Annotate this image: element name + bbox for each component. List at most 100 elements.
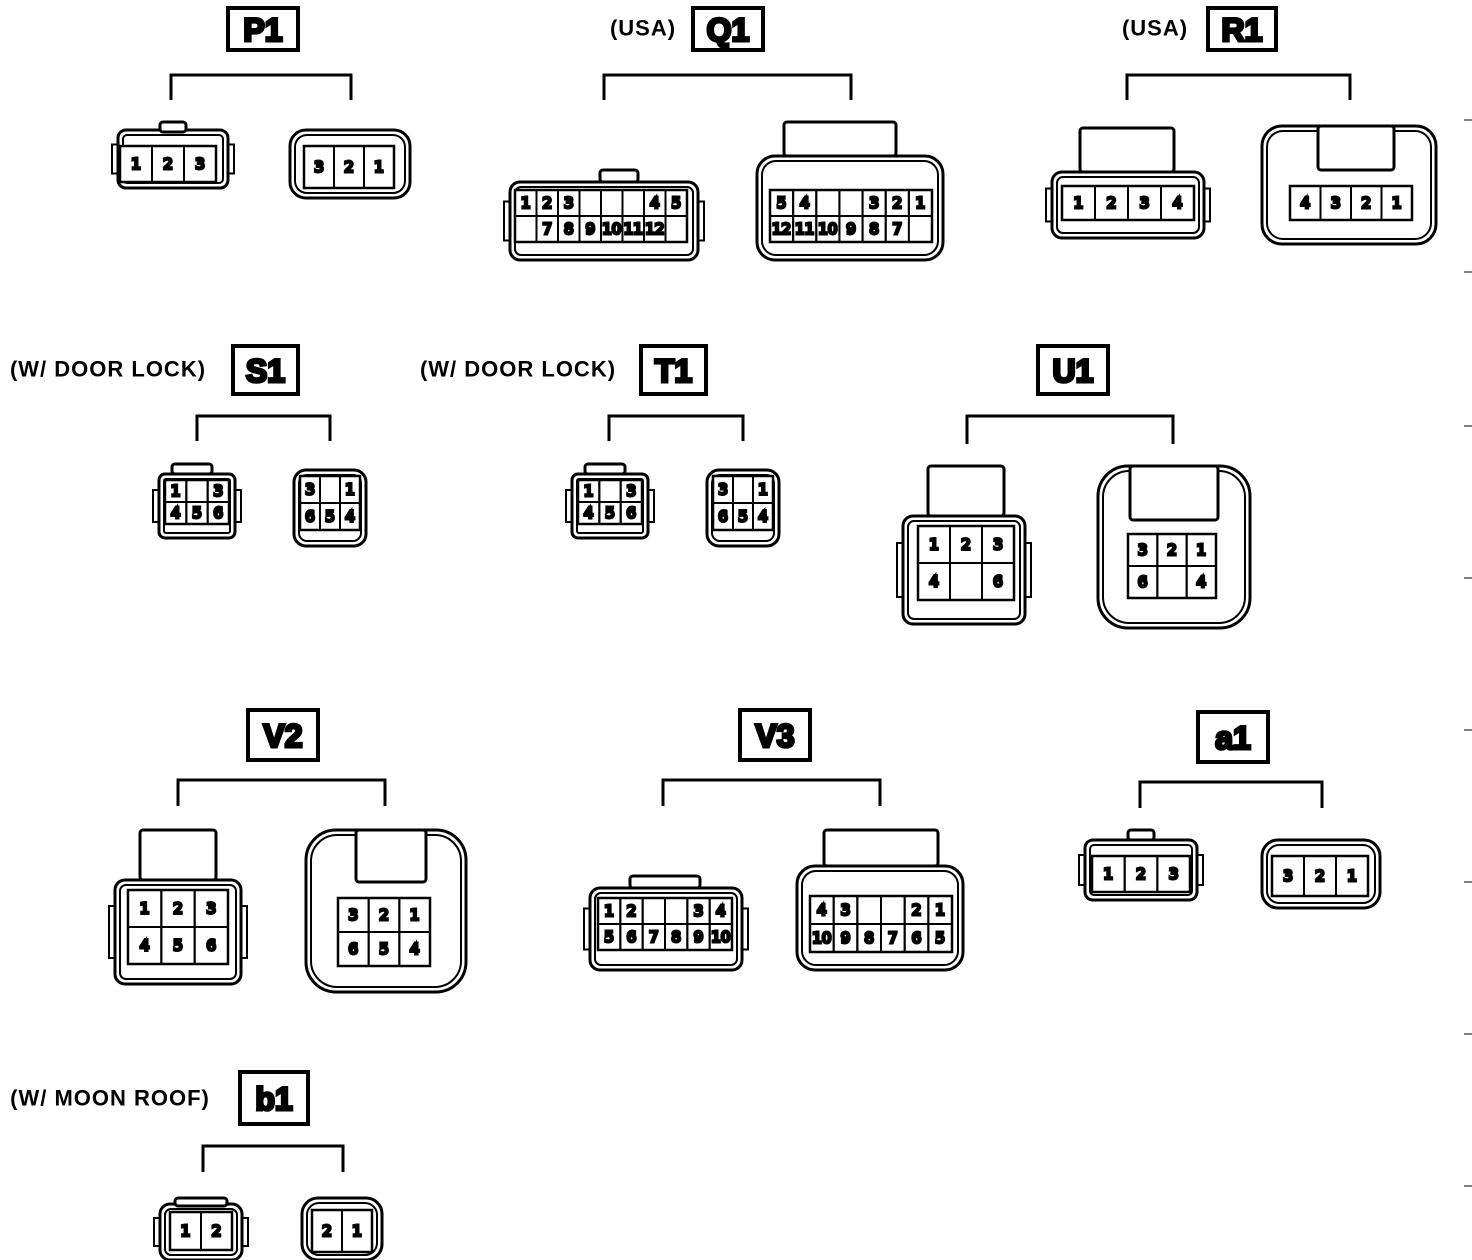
pair-bracket <box>195 414 332 441</box>
pin-cell <box>339 502 361 531</box>
pin-number: 2 <box>627 902 637 920</box>
pin-number: 4 <box>929 573 939 591</box>
connector-tag-box <box>1036 344 1110 396</box>
connector-tag-s1: S1 <box>231 344 300 396</box>
pin-number: 1 <box>916 194 926 212</box>
connector-latch <box>926 464 1006 518</box>
connector-housing-inner <box>294 134 406 194</box>
connector-latch <box>628 874 702 890</box>
connector-tag-v2: V2 <box>246 708 320 762</box>
pin-number: 4 <box>716 902 726 920</box>
connector-latch <box>173 1196 229 1208</box>
pin-number: 8 <box>564 220 574 238</box>
connector-tag-box <box>1206 6 1278 52</box>
pin-number: 3 <box>207 900 217 918</box>
pin-number: 2 <box>322 1222 332 1240</box>
connector-side-rib <box>583 907 591 951</box>
pair-bracket <box>661 778 882 806</box>
pin-number: 1 <box>929 536 939 554</box>
connector-side-rib <box>1078 854 1086 886</box>
pin-number: 3 <box>564 194 574 212</box>
connector-tag-label: P1 <box>243 12 282 48</box>
pin-number: 6 <box>718 508 728 526</box>
pin-cell <box>619 501 644 525</box>
connector-side-rib <box>503 200 511 242</box>
pin-number: 3 <box>627 482 637 500</box>
pin-number: 9 <box>585 220 595 238</box>
connector-side-rib <box>1196 854 1204 886</box>
pin-number: 3 <box>869 194 879 212</box>
pin-number: 6 <box>1138 573 1148 591</box>
pin-number: 3 <box>1331 194 1341 212</box>
connector-side-rib <box>234 489 242 523</box>
connector-side-rib <box>240 905 248 959</box>
pin-number: 3 <box>1283 867 1293 885</box>
pin-number: 8 <box>864 929 874 947</box>
pin-number: 4 <box>817 901 827 919</box>
connector-housing-inner <box>306 1202 378 1256</box>
pin-number: 9 <box>694 928 704 946</box>
pin-number: 7 <box>888 929 898 947</box>
pin-number: 1 <box>1074 194 1084 212</box>
connector-side-rib <box>152 489 160 523</box>
pin-number: 9 <box>846 220 856 238</box>
pin-number: 5 <box>671 194 681 212</box>
connector-tag-label: S1 <box>246 353 285 389</box>
pin-number: 4 <box>410 940 420 958</box>
pin-number: 5 <box>379 940 389 958</box>
connector-latch <box>598 168 640 184</box>
pin-number: 3 <box>314 158 324 176</box>
pin-cell <box>708 923 734 951</box>
pin-number: 6 <box>993 573 1003 591</box>
pin-cell <box>363 145 395 189</box>
pin-cell <box>1380 185 1413 221</box>
connector-latch <box>158 120 188 134</box>
pin-cell <box>907 189 933 217</box>
pin-cell <box>183 145 217 183</box>
pin-number: 6 <box>349 940 359 958</box>
connector-side-rib <box>741 907 749 951</box>
connector-tag-box <box>691 6 765 52</box>
pin-number: 4 <box>758 508 768 526</box>
pin-number: 2 <box>912 901 922 919</box>
pin-number: 5 <box>935 929 945 947</box>
connector-housing <box>1260 838 1382 910</box>
pin-number: 7 <box>542 220 552 238</box>
pin-number: 2 <box>542 194 552 212</box>
pair-bracket <box>602 73 853 100</box>
connector-tag-label: Q1 <box>707 12 750 48</box>
pin-number: 8 <box>869 220 879 238</box>
pin-number: 4 <box>584 504 594 522</box>
pin-number: 6 <box>214 504 224 522</box>
pair-bracket <box>169 73 353 100</box>
connector-side-rib <box>1203 187 1211 223</box>
connector-tag-a1: a1 <box>1196 710 1270 764</box>
connector-latch <box>782 120 898 158</box>
connector-a1-female: 3 2 1 <box>1260 838 1382 910</box>
pin-cell <box>927 923 953 953</box>
connector-tag-label: b1 <box>255 1081 292 1117</box>
connector-side-rib <box>153 1217 161 1247</box>
connector-note: (USA) <box>610 16 676 41</box>
connector-housing-inner <box>594 892 738 966</box>
pin-number: 1 <box>1347 867 1357 885</box>
pin-number: 1 <box>604 902 614 920</box>
connector-housing <box>705 468 781 548</box>
pin-number: 2 <box>1315 867 1325 885</box>
pin-number: 1 <box>521 194 531 212</box>
pin-number: 6 <box>305 508 315 526</box>
pin-number: 1 <box>171 482 181 500</box>
pin-number: 1 <box>584 482 594 500</box>
connector-tag-box <box>639 344 708 396</box>
pin-number: 1 <box>935 901 945 919</box>
pin-number: 10 <box>812 929 831 947</box>
